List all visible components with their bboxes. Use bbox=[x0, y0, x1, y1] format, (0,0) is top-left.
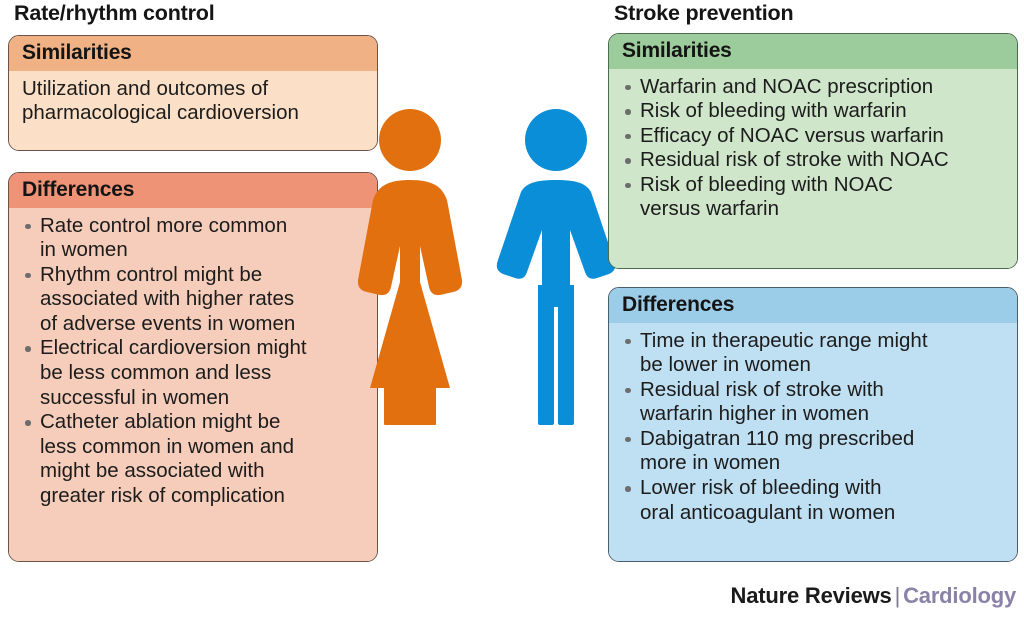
column-title-stroke-prevention: Stroke prevention bbox=[614, 1, 794, 25]
card-left-differences: Differences Rate control more common in … bbox=[8, 172, 378, 562]
list-item: Risk of bleeding with warfarin bbox=[622, 99, 1007, 124]
male-figure-icon bbox=[496, 109, 616, 425]
pictogram-svg bbox=[357, 109, 616, 425]
list-item: Rhythm control might be associated with … bbox=[22, 263, 367, 337]
footer-journal-name: Cardiology bbox=[903, 583, 1016, 608]
card-left-differences-body: Rate control more common in women Rhythm… bbox=[9, 207, 377, 561]
footer-publisher: Nature Reviews bbox=[730, 583, 892, 608]
list-item: Dabigatran 110 mg prescribed more in wom… bbox=[622, 427, 1007, 476]
card-right-differences-heading: Differences bbox=[609, 288, 1017, 323]
pictogram-group bbox=[357, 100, 648, 425]
card-right-differences-body: Time in therapeutic range might be lower… bbox=[609, 322, 1017, 561]
list-item: Warfarin and NOAC prescription bbox=[622, 75, 1007, 100]
female-figure-icon bbox=[357, 109, 463, 425]
list-item: Electrical cardioversion might be less c… bbox=[22, 336, 367, 410]
card-left-similarities: Similarities Utilization and outcomes of… bbox=[8, 35, 378, 151]
card-left-differences-heading: Differences bbox=[9, 173, 377, 208]
list-item: Rate control more common in women bbox=[22, 214, 367, 263]
card-right-differences: Differences Time in therapeutic range mi… bbox=[608, 287, 1018, 562]
card-left-differences-list: Rate control more common in women Rhythm… bbox=[22, 214, 367, 509]
list-item: Catheter ablation might be less common i… bbox=[22, 410, 367, 508]
footer-branding: Nature Reviews|Cardiology bbox=[730, 583, 1017, 609]
footer-separator: | bbox=[894, 583, 901, 608]
card-right-similarities-heading: Similarities bbox=[609, 34, 1017, 69]
card-right-similarities-body: Warfarin and NOAC prescription Risk of b… bbox=[609, 68, 1017, 268]
card-right-differences-list: Time in therapeutic range might be lower… bbox=[622, 329, 1007, 526]
card-left-similarities-text: Utilization and outcomes of pharmacologi… bbox=[22, 76, 299, 125]
list-item: Residual risk of stroke with NOAC bbox=[622, 148, 1007, 173]
card-right-similarities-list: Warfarin and NOAC prescription Risk of b… bbox=[622, 75, 1007, 223]
list-item: Risk of bleeding with NOAC versus warfar… bbox=[622, 173, 1007, 222]
card-left-similarities-heading: Similarities bbox=[9, 36, 377, 71]
card-left-similarities-body: Utilization and outcomes of pharmacologi… bbox=[9, 70, 377, 150]
column-title-rate-rhythm-control: Rate/rhythm control bbox=[14, 1, 215, 25]
list-item: Lower risk of bleeding with oral anticoa… bbox=[622, 476, 1007, 525]
card-right-similarities: Similarities Warfarin and NOAC prescript… bbox=[608, 33, 1018, 269]
list-item: Efficacy of NOAC versus warfarin bbox=[622, 124, 1007, 149]
list-item: Time in therapeutic range might be lower… bbox=[622, 329, 1007, 378]
list-item: Residual risk of stroke with warfarin hi… bbox=[622, 378, 1007, 427]
